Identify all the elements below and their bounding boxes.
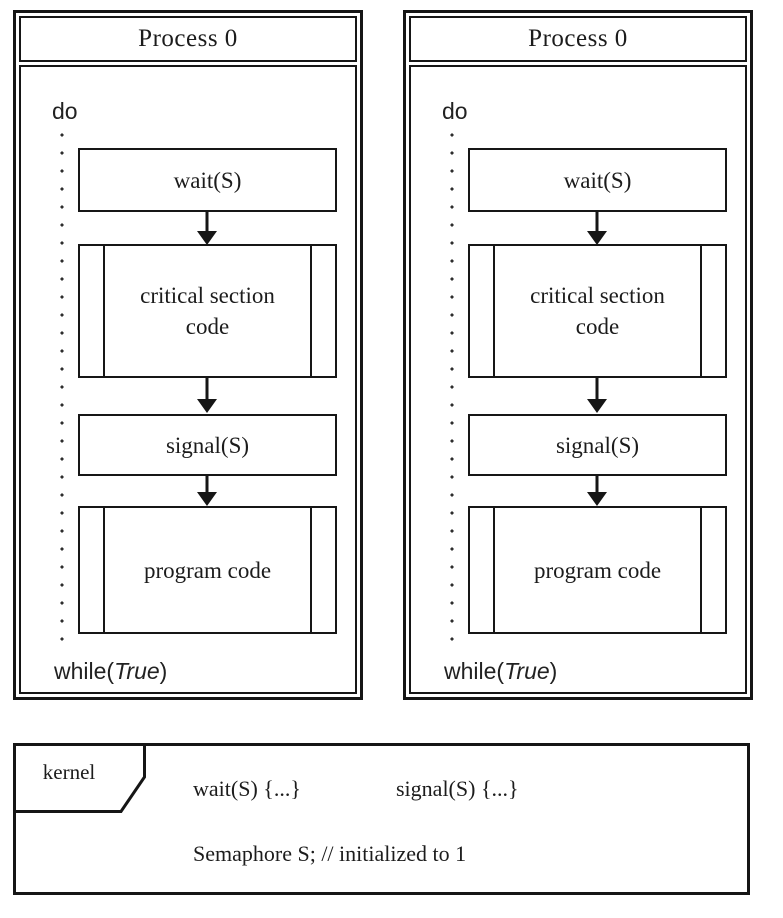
arrow-stem <box>205 212 209 233</box>
while-prefix: while( <box>444 658 505 684</box>
while-label: while(True) <box>54 658 167 685</box>
process-panel-left: Process 0 do wait(S) critical section co… <box>13 10 363 700</box>
down-arrow <box>586 212 608 245</box>
signal-box-label: signal(S) <box>165 432 250 458</box>
wait-box-label: wait(S) <box>173 167 242 193</box>
while-condition: True <box>504 658 550 684</box>
while-suffix: ) <box>549 658 558 684</box>
do-label: do <box>442 98 468 124</box>
loop-dotted-line <box>60 131 64 655</box>
kernel-signal-declaration: signal(S) {...} <box>396 776 519 801</box>
kernel-semaphore-declaration: Semaphore S; // initialized to 1 <box>193 841 467 866</box>
program-code-label: program code <box>533 557 662 583</box>
kernel-tab: kernel <box>13 743 147 813</box>
arrow-head <box>197 399 217 413</box>
panel-title: Process 0 <box>19 16 357 62</box>
loop-dotted-line <box>450 131 454 655</box>
down-arrow <box>586 476 608 506</box>
arrow-head <box>587 492 607 506</box>
wait-box-label: wait(S) <box>563 167 632 193</box>
arrow-head <box>587 231 607 245</box>
down-arrow <box>196 212 218 245</box>
while-prefix: while( <box>54 658 115 684</box>
panel-title-text: Process 0 <box>528 25 628 52</box>
arrow-stem <box>595 212 599 233</box>
arrow-stem <box>205 378 209 401</box>
panel-body: do wait(S) critical section code signal(… <box>409 65 747 694</box>
while-label: while(True) <box>444 658 557 685</box>
panel-title: Process 0 <box>409 16 747 62</box>
down-arrow <box>586 378 608 413</box>
critical-section-line1: critical section <box>530 283 665 308</box>
while-suffix: ) <box>159 658 168 684</box>
panel-body: do wait(S) critical section code signal(… <box>19 65 357 694</box>
critical-section-line1: critical section <box>140 283 275 308</box>
critical-section-line2: code <box>575 314 620 339</box>
signal-box-label: signal(S) <box>555 432 640 458</box>
arrow-head <box>587 399 607 413</box>
arrow-stem <box>205 476 209 494</box>
signal-box: signal(S) <box>468 414 727 476</box>
wait-box: wait(S) <box>468 148 727 212</box>
program-code-label: program code <box>143 557 272 583</box>
program-code-box: program code <box>78 506 337 634</box>
panel-title-text: Process 0 <box>138 25 238 52</box>
arrow-head <box>197 231 217 245</box>
arrow-stem <box>595 378 599 401</box>
kernel-frame: kernel wait(S) {...} signal(S) {...} Sem… <box>13 743 750 895</box>
arrow-stem <box>595 476 599 494</box>
kernel-wait-declaration: wait(S) {...} <box>193 776 301 801</box>
down-arrow <box>196 378 218 413</box>
signal-box: signal(S) <box>78 414 337 476</box>
kernel-tab-label: kernel <box>42 760 96 784</box>
critical-section-box: critical section code <box>78 244 337 378</box>
program-code-box: program code <box>468 506 727 634</box>
wait-box: wait(S) <box>78 148 337 212</box>
critical-section-box: critical section code <box>468 244 727 378</box>
arrow-head <box>197 492 217 506</box>
kernel-tab-shape <box>13 743 146 813</box>
while-condition: True <box>114 658 160 684</box>
process-panel-right: Process 0 do wait(S) critical section co… <box>403 10 753 700</box>
critical-section-line2: code <box>185 314 230 339</box>
down-arrow <box>196 476 218 506</box>
do-label: do <box>52 98 78 124</box>
